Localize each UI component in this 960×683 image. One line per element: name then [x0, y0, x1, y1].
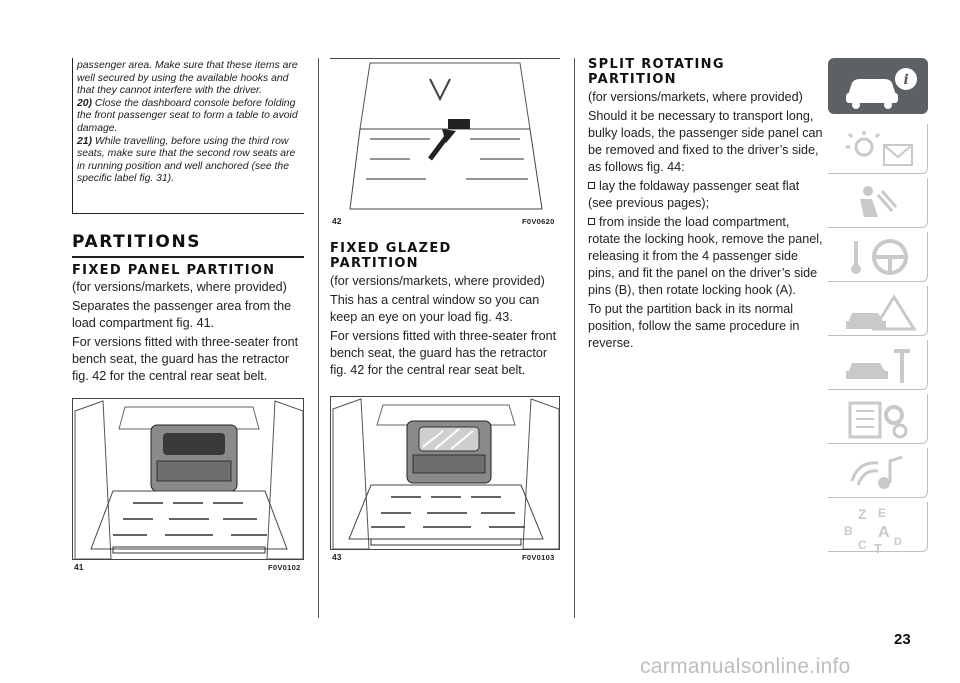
safety-airbag-icon	[860, 186, 898, 217]
heading-fixed-glazed-partition: FIXED GLAZED PARTITION	[330, 241, 452, 271]
watermark: carmanualsonline.info	[640, 655, 851, 678]
sidebar-tab-dashboard-lights[interactable]	[828, 124, 928, 174]
van-interior-illustration	[73, 399, 303, 559]
fixed-panel-text: (for versions/markets, where provided) S…	[72, 280, 299, 383]
dashboard-lights-icon	[846, 131, 913, 166]
figure-43-van-glazed-partition	[330, 396, 560, 550]
note-continuation: passenger area. Make sure that these ite…	[77, 60, 298, 97]
figure-42-number: 42	[332, 216, 342, 226]
sidebar-tab-emergency[interactable]	[828, 286, 928, 336]
figure-41-number: 41	[74, 562, 84, 572]
maintenance-icon	[846, 349, 910, 383]
checkbox-bullet-icon	[588, 182, 595, 189]
steering-key-icon	[851, 239, 908, 275]
section-title-partitions: PARTITIONS	[72, 232, 202, 252]
sidebar-tab-starting-driving[interactable]	[828, 232, 928, 282]
index-icon: Z E B A D C T	[844, 506, 902, 555]
index-letter: Z	[858, 506, 867, 522]
technical-data-icon	[848, 401, 908, 439]
svg-text:i: i	[904, 72, 909, 88]
checkbox-bullet-icon	[588, 218, 595, 225]
warning-notes-box: passenger area. Make sure that these ite…	[72, 58, 304, 214]
bullet-item: lay the foldaway passenger seat flat (se…	[588, 179, 800, 210]
sidebar-tab-multimedia[interactable]	[828, 448, 928, 498]
heading-split-rotating-partition: SPLIT ROTATING PARTITION	[588, 57, 725, 87]
note-21: 21) While travelling, before using the t…	[77, 135, 296, 185]
index-letter: C	[858, 538, 867, 552]
index-letter: B	[844, 524, 853, 538]
emergency-icon	[846, 294, 917, 331]
index-letter: D	[894, 536, 902, 548]
figure-42-code: F0V0620	[522, 217, 555, 226]
sidebar-tab-safety[interactable]	[828, 178, 928, 228]
heading-fixed-panel-partition: FIXED PANEL PARTITION	[72, 263, 276, 278]
note-20: 20) Close the dashboard console before f…	[77, 97, 298, 134]
figure-43-code: F0V0103	[522, 553, 555, 562]
column-divider	[318, 58, 319, 618]
index-letter: E	[878, 506, 886, 520]
page-number: 23	[894, 631, 911, 648]
retractor-illustration	[330, 59, 560, 214]
figure-43-number: 43	[332, 552, 342, 562]
column-divider	[574, 58, 575, 618]
figure-41-van-fixed-panel	[72, 398, 304, 560]
sidebar-tab-maintenance[interactable]	[828, 340, 928, 390]
fixed-glazed-text: (for versions/markets, where provided) T…	[330, 274, 557, 377]
index-letter: A	[878, 524, 890, 541]
multimedia-icon	[850, 455, 903, 489]
index-letter: T	[874, 541, 882, 555]
figure-42-retractor	[330, 58, 560, 214]
figure-41-code: F0V0102	[268, 563, 301, 572]
van-glazed-illustration	[331, 397, 559, 549]
section-rule	[72, 256, 304, 258]
sidebar-tab-technical-data[interactable]	[828, 394, 928, 444]
bullet-item: from inside the load compartment, rotate…	[588, 215, 823, 297]
split-rotating-text: (for versions/markets, where provided) S…	[588, 90, 823, 350]
sidebar-tab-index[interactable]: Z E B A D C T	[828, 502, 928, 555]
sidebar-tab-car-info[interactable]: i	[828, 58, 928, 114]
car-info-icon: i	[846, 68, 917, 109]
